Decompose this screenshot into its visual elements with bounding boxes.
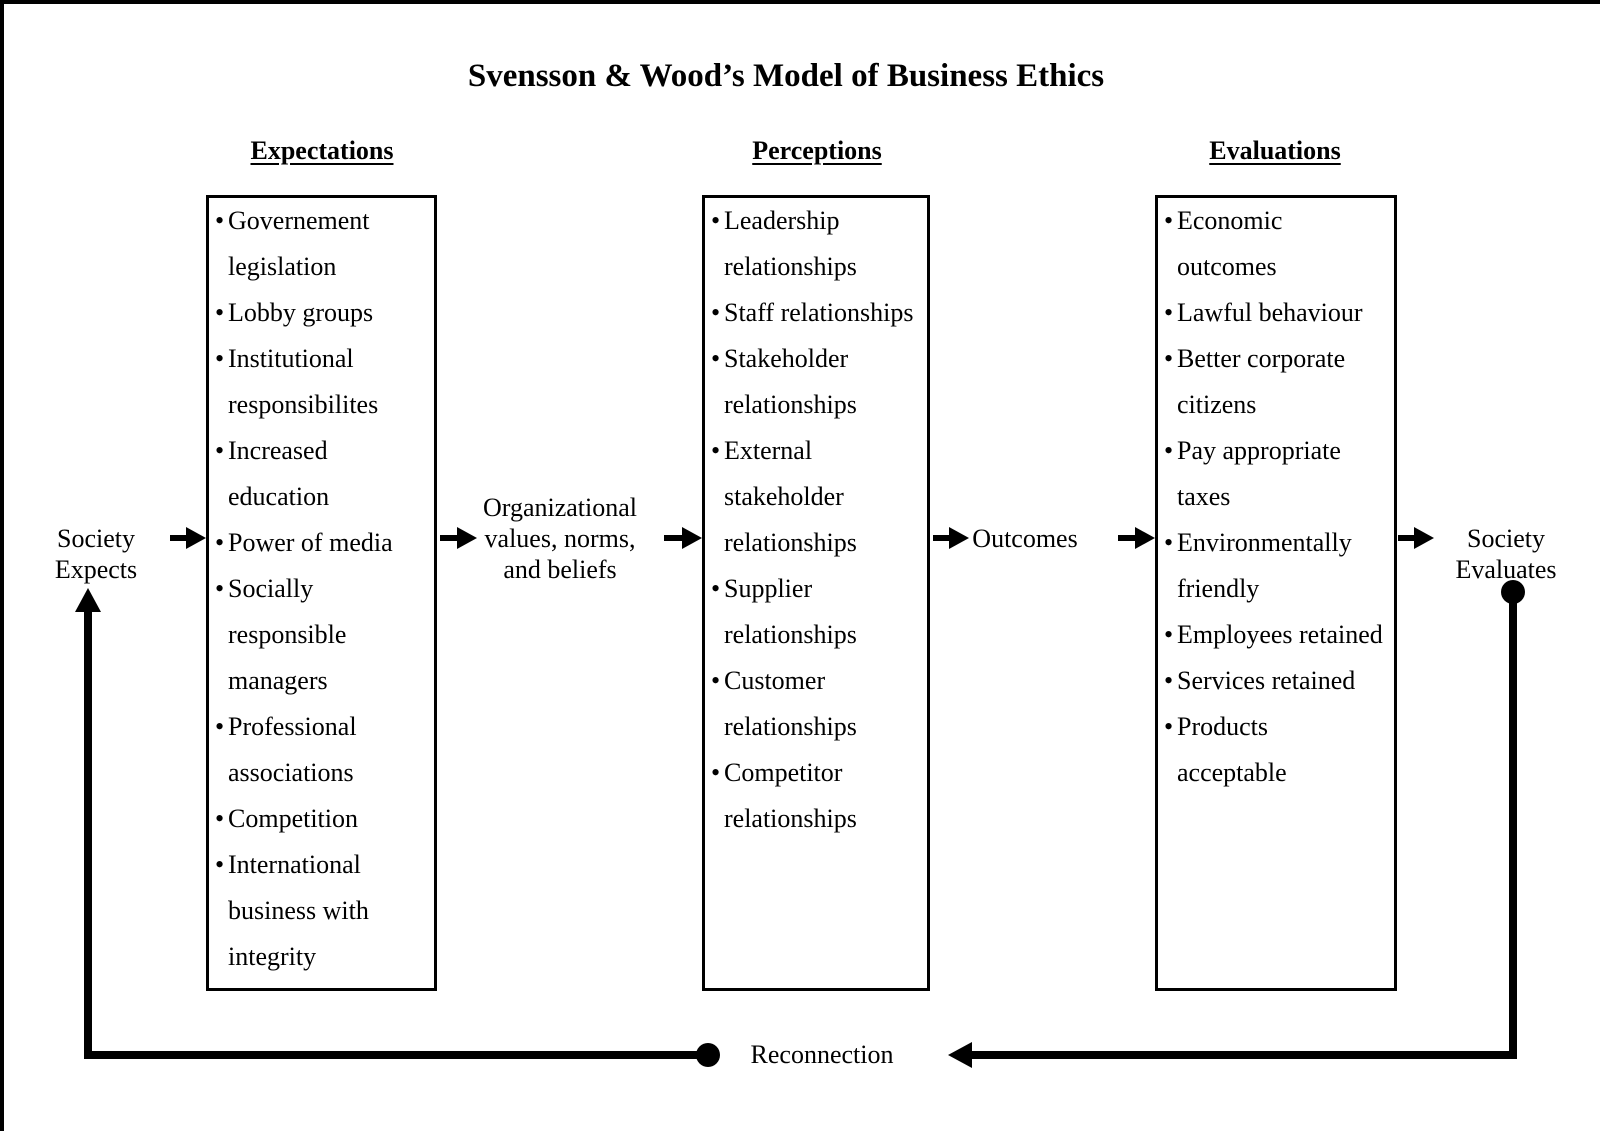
arrow-head — [1135, 527, 1155, 549]
list-item: Leadership relationships — [705, 198, 927, 290]
arrow-right-icon — [1118, 527, 1155, 549]
arrow-right-icon — [170, 527, 206, 549]
list-item: Professional associations — [209, 704, 434, 796]
society-evaluates-label: Society Evaluates — [1455, 524, 1557, 584]
list-item: External stakeholder relationships — [705, 428, 927, 566]
list-item: Competitor relationships — [705, 750, 927, 842]
arrow-up-icon — [75, 588, 101, 612]
list-item: Staff relationships — [705, 290, 927, 336]
society-expects-label: Society Expects — [54, 524, 138, 584]
column-header-expectations: Expectations — [250, 136, 394, 165]
list-item: Lawful behaviour — [1158, 290, 1394, 336]
column-header-perceptions: Perceptions — [752, 136, 882, 165]
list-item: Pay appropriate taxes — [1158, 428, 1394, 520]
list-item: Supplier relationships — [705, 566, 927, 658]
arrow-right-icon — [933, 527, 969, 549]
arrow-head — [949, 527, 969, 549]
column-header-evaluations: Evaluations — [1209, 136, 1341, 165]
list-item: Environmentally friendly — [1158, 520, 1394, 612]
arrow-right-icon — [440, 527, 477, 549]
perceptions-box: Leadership relationships Staff relations… — [702, 195, 930, 991]
list-item: Customer relationships — [705, 658, 927, 750]
list-item: Power of media — [209, 520, 434, 566]
organizational-values-label: Organizational values, norms, and belief… — [482, 493, 638, 584]
list-item: Employees retained — [1158, 612, 1394, 658]
arrow-right-icon — [1398, 527, 1434, 549]
arrow-right-icon — [664, 527, 702, 549]
connector-dot-icon — [696, 1043, 720, 1067]
expectations-box: Governement legislation Lobby groups Ins… — [206, 195, 437, 991]
list-item: Products acceptable — [1158, 704, 1394, 796]
evaluations-box: Economic outcomes Lawful behaviour Bette… — [1155, 195, 1397, 991]
list-item: Lobby groups — [209, 290, 434, 336]
arrow-shaft — [440, 535, 461, 541]
feedback-line-left-horizontal — [84, 1051, 709, 1059]
reconnection-label: Reconnection — [750, 1040, 894, 1069]
list-item: Governement legislation — [209, 198, 434, 290]
arrow-shaft — [1398, 535, 1418, 541]
list-item: Economic outcomes — [1158, 198, 1394, 290]
arrow-head — [682, 527, 702, 549]
arrow-shaft — [664, 535, 686, 541]
evaluations-list: Economic outcomes Lawful behaviour Bette… — [1158, 198, 1394, 796]
feedback-line-right-vertical — [1509, 592, 1517, 1059]
list-item: Socially responsible managers — [209, 566, 434, 704]
outcomes-label: Outcomes — [972, 524, 1078, 553]
arrow-shaft — [1118, 535, 1139, 541]
arrow-head — [1414, 527, 1434, 549]
arrow-left-icon — [948, 1042, 972, 1068]
perceptions-list: Leadership relationships Staff relations… — [705, 198, 927, 842]
list-item: Better corporate citizens — [1158, 336, 1394, 428]
list-item: Stakeholder relationships — [705, 336, 927, 428]
page-title: Svensson & Wood’s Model of Business Ethi… — [467, 58, 1105, 94]
arrow-shaft — [933, 535, 953, 541]
list-item: Competition — [209, 796, 434, 842]
list-item: International business with integrity — [209, 842, 434, 980]
expectations-list: Governement legislation Lobby groups Ins… — [209, 198, 434, 980]
list-item: Institutional responsibilites — [209, 336, 434, 428]
feedback-line-left-vertical — [84, 610, 92, 1059]
list-item: Increased education — [209, 428, 434, 520]
arrow-head — [186, 527, 206, 549]
arrow-head — [457, 527, 477, 549]
arrow-shaft — [170, 535, 190, 541]
list-item: Services retained — [1158, 658, 1394, 704]
feedback-line-right-horizontal — [972, 1051, 1517, 1059]
